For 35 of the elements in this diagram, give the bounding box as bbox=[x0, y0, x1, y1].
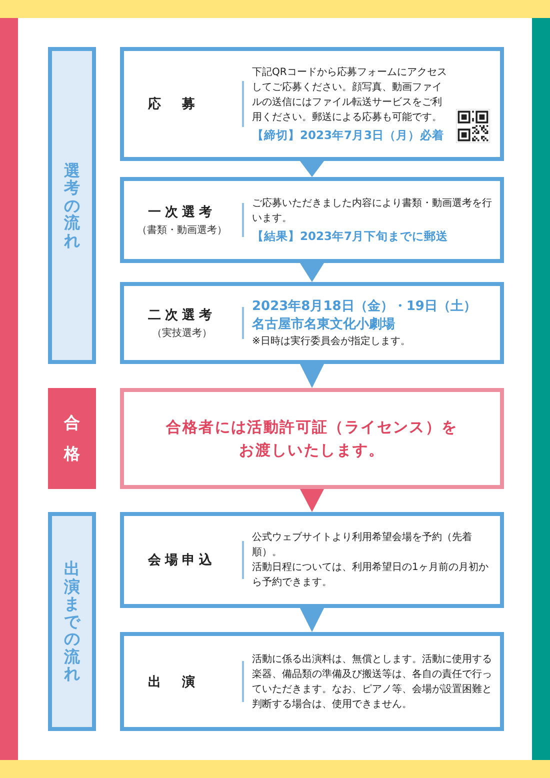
process-box bbox=[120, 512, 504, 608]
step-subtitle: （実技選考） bbox=[152, 326, 212, 340]
section-title: 出演までの流れ bbox=[64, 560, 80, 684]
step-title: 応募 bbox=[148, 96, 216, 113]
section-label bbox=[48, 388, 96, 489]
step-title: 二次選考 bbox=[148, 307, 216, 324]
step-subtitle: （書類・動画選考） bbox=[137, 224, 227, 237]
arrow bbox=[300, 489, 324, 512]
note-text: ※日時は実行委員会が指定します。 bbox=[252, 334, 412, 348]
section-label-box bbox=[48, 47, 96, 364]
highlight-text: 【締切】2023年7月3日（月）必着 bbox=[252, 128, 446, 143]
arrow bbox=[300, 364, 324, 388]
highlight-text: 【結果】2023年7月下旬までに郵送 bbox=[252, 229, 450, 244]
highlight-text: 2023年8月18日（金）・19日（土） bbox=[252, 298, 478, 316]
process-box bbox=[120, 632, 504, 731]
description-text: 公式ウェブサイトより利用希望会場を予約（先着順）。 bbox=[252, 530, 473, 560]
highlight-text: 名古屋市名東文化小劇場 bbox=[252, 316, 396, 334]
description-text: 活動に係る出演料は、無償とします。活動に使用する楽器、備品類の準備及び搬送等は、各自の責任で行っていただきます。なお、ピアノ等、会場が設置困難と判断する場合は、使用できません。 bbox=[252, 652, 492, 712]
arrow bbox=[300, 161, 324, 177]
arrow bbox=[300, 263, 324, 282]
step-title: 一次選考 bbox=[148, 204, 216, 221]
step-title: 出演 bbox=[148, 674, 216, 690]
step-title: 会場申込 bbox=[148, 552, 216, 569]
description-text: ご応募いただきました内容により書類・動画選考を行います。 bbox=[252, 196, 492, 226]
process-box bbox=[120, 282, 504, 364]
section-label-box bbox=[48, 512, 96, 731]
result-box bbox=[120, 388, 504, 489]
section-title: 選考の流れ bbox=[64, 162, 80, 250]
description-text: 活動日程については、利用希望日の1ヶ月前の月初から予約できます。 bbox=[252, 560, 490, 590]
arrow bbox=[300, 608, 324, 632]
description-text: 下記QRコードから応募フォームにアクセスしてご応募ください。顔写真、動画ファイルの送信にはファイル転送サービスをご利用ください。郵送による応募も可能です。 bbox=[252, 66, 448, 125]
process-box bbox=[120, 177, 504, 263]
result-text: 合格者には活動許可証（ライセンス）をお渡しいたします。 bbox=[164, 416, 459, 460]
process-box bbox=[120, 47, 504, 161]
section-title: 合格 bbox=[64, 412, 80, 464]
